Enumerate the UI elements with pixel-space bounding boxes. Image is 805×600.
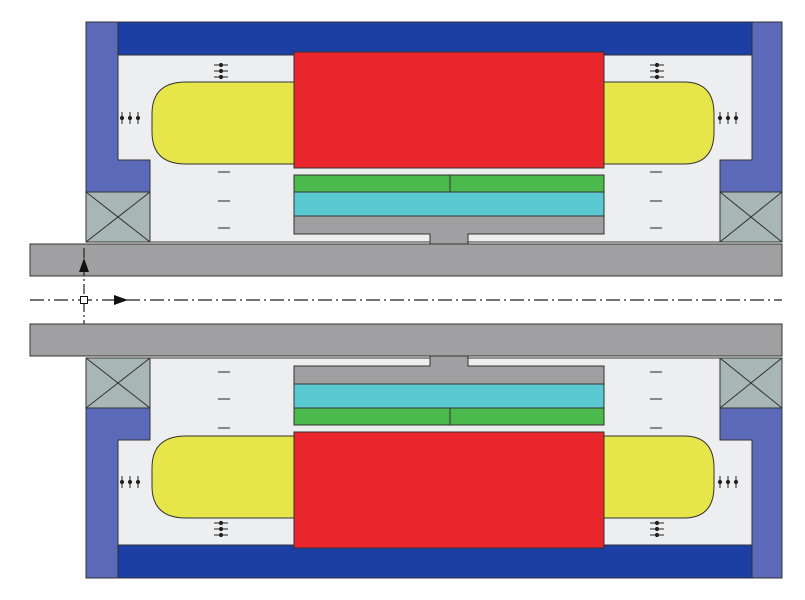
rotor-sleeve-bottom	[293, 383, 605, 409]
flow-markers-bottom	[119, 371, 739, 538]
bottom-half	[29, 323, 783, 579]
bearing-left-top	[85, 191, 151, 243]
permanent-magnet-top	[293, 174, 605, 193]
stator-core-top	[293, 51, 605, 169]
end-winding-right-bottom	[603, 435, 715, 519]
top-half	[29, 21, 783, 277]
shaft-bottom	[29, 323, 783, 357]
arrow-right-icon	[114, 295, 128, 305]
permanent-magnet-bottom	[293, 407, 605, 426]
arrow-up-icon	[79, 258, 89, 272]
bearing-right-bottom	[719, 357, 783, 409]
end-winding-left-top	[151, 81, 295, 165]
rotor-sleeve-top	[293, 191, 605, 217]
housing-cap-top	[117, 21, 753, 56]
housing-cap-bottom	[117, 544, 753, 579]
end-winding-left-bottom	[151, 435, 295, 519]
end-winding-right-top	[603, 81, 715, 165]
bearing-left-bottom	[85, 357, 151, 409]
shaft-top	[29, 243, 783, 277]
center-axis	[30, 248, 782, 354]
stator-core-bottom	[293, 431, 605, 549]
origin-marker-icon	[80, 296, 88, 304]
flow-markers-top	[119, 62, 739, 229]
bearing-right-top	[719, 191, 783, 243]
